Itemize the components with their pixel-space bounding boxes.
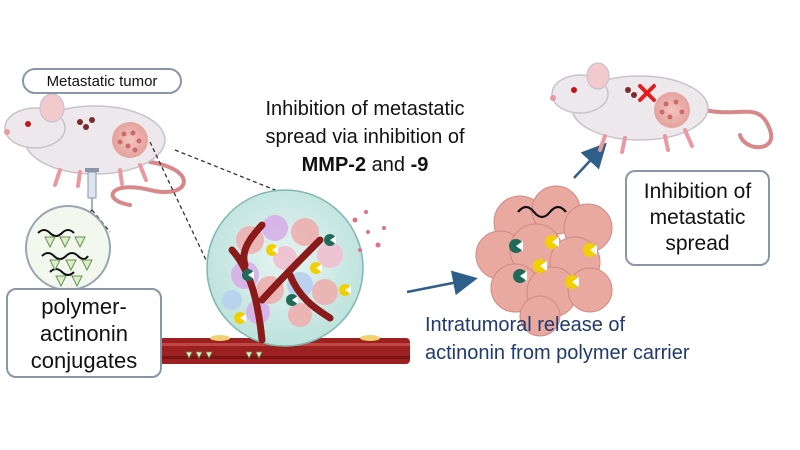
mmp9-text: -9 [410,154,429,176]
spread-line1: Inhibition of [643,180,752,203]
mouse-right-eye [571,87,577,93]
main-caption-line3: MMP-2 and -9 [215,151,515,179]
inhibition-spread-label: Inhibition of metastatic spread [625,170,770,266]
conjugates-label: polymer- actinonin conjugates [6,288,162,378]
scatter-dots [352,210,386,252]
release-caption-line2: actinonin from polymer carrier [425,342,690,364]
syringe-icon [85,168,99,210]
inhibition-x-icon [638,84,656,102]
arrow-inhibition [573,142,607,179]
main-caption-line1: Inhibition of metastatic [265,98,465,120]
mouse-left-eye [25,121,31,127]
mouse-right [550,62,774,154]
mouse-left [4,93,186,207]
release-caption-line1: Intratumoral release of [425,314,626,336]
polymer-strand [517,205,567,219]
metastatic-tumor-label: Metastatic tumor [22,68,182,94]
mouse-left-nose [4,129,10,135]
main-caption-line2: spread via inhibition of [265,126,465,148]
mouse-right-nose [550,95,556,101]
mouse-right-ear [586,62,610,90]
arrow-release [406,270,478,296]
and-text: and [366,154,411,176]
mouse-left-metastases [77,117,95,130]
tumor-sphere [206,189,386,347]
mouse-left-tumor [112,122,148,158]
main-caption: Inhibition of metastatic spread via inhi… [215,95,515,179]
spread-line3: spread [665,232,730,255]
mouse-left-tumor-dots [117,130,142,153]
tumor-cluster [475,185,613,337]
conjugates-line2: actinonin [39,320,129,346]
drug-markers-cluster [509,235,597,289]
release-caption: Intratumoral release of actinonin from p… [425,311,795,367]
mouse-left-ear [39,93,65,123]
mouse-left-tail [110,160,186,207]
conjugates-line3: conjugates [30,347,138,373]
drug-markers-sphere [234,234,351,324]
mouse-right-tumor [654,92,690,128]
conjugate-zoom-circle [25,205,111,291]
mouse-left-legs [53,163,148,188]
mouse-right-tail [703,108,774,150]
metastatic-tumor-text: Metastatic tumor [46,72,158,90]
mmp2-text: MMP-2 [301,154,367,176]
mouse-right-legs [598,128,694,154]
spread-line2: metastatic [649,206,746,229]
conjugates-line1: polymer- [41,293,127,319]
tumor-vessel-branch [228,221,334,344]
